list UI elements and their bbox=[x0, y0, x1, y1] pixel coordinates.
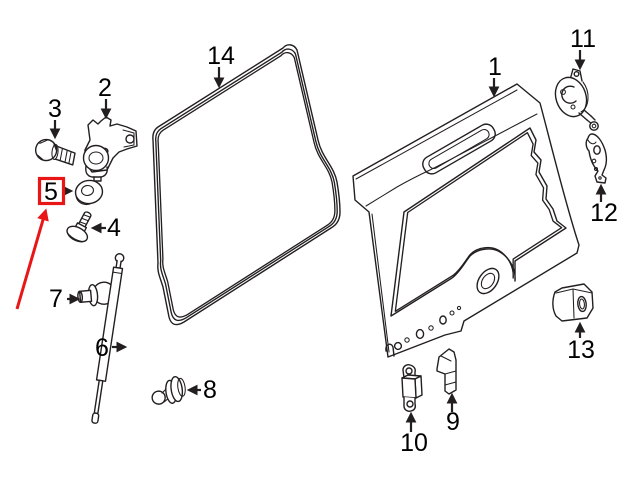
callout-arrows bbox=[49, 50, 607, 432]
part-label-14: 14 bbox=[207, 42, 235, 70]
highlight-box bbox=[37, 176, 66, 206]
part-8-ball-stud-drawing bbox=[151, 375, 186, 405]
part-6-gas-strut-drawing bbox=[91, 253, 125, 424]
part-label-11: 11 bbox=[570, 25, 596, 53]
part-labels: 1 2 3 4 5 6 7 8 9 10 11 12 13 14 bbox=[44, 25, 618, 457]
highlight-arrow bbox=[15, 208, 49, 310]
part-label-6: 6 bbox=[95, 334, 109, 362]
part-label-13: 13 bbox=[567, 336, 595, 364]
highlight-group bbox=[15, 176, 66, 310]
part-13-wedge-drawing bbox=[552, 283, 594, 322]
part-3-bolt-drawing bbox=[34, 138, 76, 166]
part-label-7: 7 bbox=[49, 285, 63, 313]
part-12-bracket-drawing bbox=[585, 133, 608, 184]
brake-light-slot bbox=[422, 123, 496, 175]
part-label-12: 12 bbox=[590, 199, 618, 227]
part-label-2: 2 bbox=[98, 74, 112, 102]
part-label-1: 1 bbox=[488, 53, 502, 81]
handle-keyhole bbox=[476, 267, 500, 295]
part-label-3: 3 bbox=[48, 95, 62, 123]
part-2-hinge-drawing bbox=[82, 116, 138, 182]
part-label-9: 9 bbox=[446, 408, 460, 436]
part-label-4: 4 bbox=[107, 214, 121, 242]
panel-bottom-holes bbox=[385, 305, 462, 357]
part-5-washer-drawing bbox=[74, 179, 104, 206]
part-label-5: 5 bbox=[44, 178, 58, 206]
part-14-weatherstrip-seal-drawing bbox=[152, 44, 341, 326]
part-label-8: 8 bbox=[203, 376, 217, 404]
part-label-10: 10 bbox=[400, 429, 428, 457]
part-10-bracket-drawing bbox=[401, 364, 423, 412]
part-4-bolt-drawing bbox=[66, 211, 92, 243]
part-1-liftgate-panel-drawing bbox=[352, 83, 580, 358]
part-9-bracket-drawing bbox=[436, 348, 457, 395]
part-11-hinge-check-drawing bbox=[554, 68, 599, 131]
